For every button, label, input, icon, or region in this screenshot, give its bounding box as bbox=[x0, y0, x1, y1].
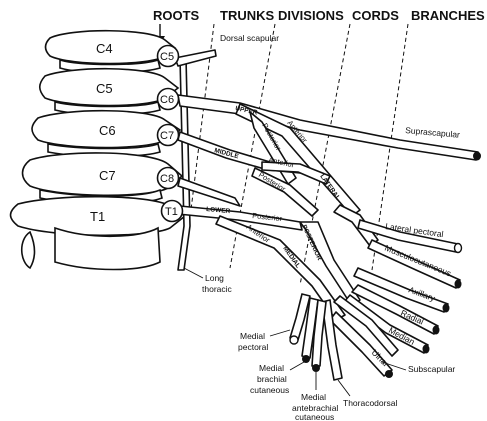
radial-end bbox=[432, 325, 440, 335]
transverse-process-t1 bbox=[20, 230, 36, 270]
vertebra-label-c7: C7 bbox=[99, 168, 116, 183]
label-medial-brachial-1: Medial bbox=[259, 363, 284, 373]
middle-posterior-division bbox=[251, 167, 319, 217]
separator-divisions-cords bbox=[299, 23, 351, 286]
vertebra-c4 bbox=[44, 29, 177, 65]
vertebra-c5 bbox=[38, 67, 180, 107]
label-medial-antebrachial-3: cutaneous bbox=[295, 412, 334, 421]
trunk-label-upper: UPPER bbox=[235, 105, 259, 117]
header-trunks: TRUNKS bbox=[220, 8, 274, 23]
medial-pectoral-leader bbox=[269, 329, 291, 337]
label-radial: Radial bbox=[399, 308, 425, 327]
division-label-posterior-lower: Posterior bbox=[252, 211, 283, 223]
root-label-c5: C5 bbox=[160, 51, 174, 63]
root-circle-c8 bbox=[156, 166, 180, 190]
label-long-thoracic-2: thoracic bbox=[202, 284, 233, 294]
suprascapular-end bbox=[473, 151, 481, 161]
vertebra-c6 bbox=[31, 109, 182, 149]
ulnar-end bbox=[385, 370, 393, 378]
subscapular-nerve bbox=[333, 295, 399, 357]
label-thoracodorsal: Thoracodorsal bbox=[343, 398, 397, 408]
root-circle-c7 bbox=[156, 123, 180, 147]
root-label-t1: T1 bbox=[165, 206, 178, 218]
medial-brachial-end bbox=[302, 355, 310, 363]
label-medial-brachial-2: brachial bbox=[257, 374, 287, 384]
medial-antebrachial-end bbox=[312, 364, 320, 372]
root-label-c8: C8 bbox=[160, 173, 174, 185]
long-thoracic-leader bbox=[183, 267, 204, 279]
root-circles bbox=[156, 44, 184, 223]
label-long-thoracic-1: Long bbox=[205, 273, 224, 283]
label-medial-antebrachial-1: Medial bbox=[301, 392, 326, 402]
label-suprascapular: Suprascapular bbox=[405, 125, 461, 140]
label-medial-antebrachial-2: antebrachial bbox=[292, 403, 338, 413]
musculocutaneous-nerve bbox=[367, 239, 461, 289]
root-label-c7: C7 bbox=[160, 130, 174, 142]
median-end bbox=[422, 344, 430, 354]
header-roots: ROOTS bbox=[153, 8, 200, 23]
label-dorsal-scapular: Dorsal scapular bbox=[220, 33, 279, 43]
vertebral-column bbox=[9, 29, 187, 271]
thoracodorsal-leader bbox=[337, 379, 351, 397]
root-circle-t1 bbox=[160, 199, 184, 223]
medial-antebrachial-cutaneous-nerve bbox=[311, 299, 327, 367]
axillary-nerve bbox=[353, 267, 449, 313]
c8-root-branch bbox=[177, 177, 241, 207]
header-divisions: DIVISIONS bbox=[278, 8, 344, 23]
root-circle-c5 bbox=[156, 44, 180, 68]
header-branches: BRANCHES bbox=[411, 8, 485, 23]
vertebra-label-t1: T1 bbox=[90, 209, 105, 224]
label-subscapular: Subscapular bbox=[408, 364, 455, 374]
radial-nerve bbox=[351, 284, 439, 335]
subscapular-leader bbox=[381, 361, 407, 371]
label-medial-pectoral-2: pectoral bbox=[238, 342, 268, 352]
trunk-label-lower: LOWER bbox=[206, 206, 231, 215]
header-cords: CORDS bbox=[352, 8, 399, 23]
vertebra-label-c4: C4 bbox=[96, 41, 113, 56]
lateral-pectoral-end bbox=[453, 242, 463, 254]
axillary-end bbox=[442, 303, 450, 313]
label-medial-brachial-3: cutaneous bbox=[250, 385, 289, 395]
medial-brachial-leader bbox=[289, 361, 305, 371]
label-medial-pectoral-1: Medial bbox=[240, 331, 265, 341]
vertebral-body-t2 bbox=[54, 226, 161, 271]
dorsal-scapular-nerve bbox=[174, 49, 217, 67]
medial-pectoral-end bbox=[289, 335, 299, 345]
musculocutaneous-end bbox=[454, 279, 462, 289]
vertebra-label-c6: C6 bbox=[99, 123, 116, 138]
long-thoracic-nerve bbox=[177, 57, 191, 271]
vertebra-label-c5: C5 bbox=[96, 81, 113, 96]
middle-anterior-division bbox=[261, 161, 331, 185]
root-circle-c6 bbox=[156, 87, 180, 111]
root-label-c6: C6 bbox=[160, 94, 174, 106]
